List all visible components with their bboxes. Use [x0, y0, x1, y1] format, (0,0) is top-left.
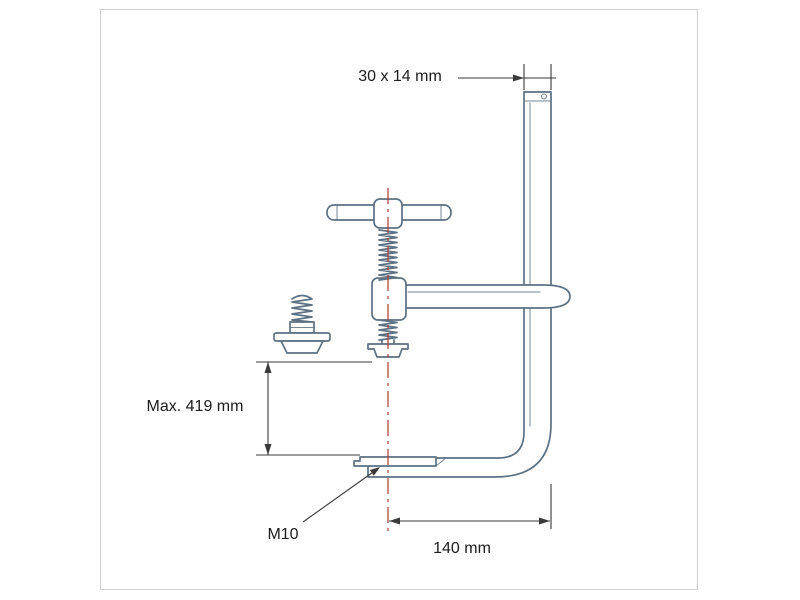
callout-arrowhead — [369, 467, 380, 476]
rail-and-foot — [367, 91, 552, 478]
dim-thread-callout — [302, 467, 380, 523]
dim-arrow-up — [264, 362, 272, 373]
sliding-arm — [399, 284, 571, 309]
sliding-arm-group — [371, 277, 571, 321]
label-throat-depth: 140 mm — [433, 540, 491, 557]
spindle-thread-upper — [378, 229, 398, 281]
label-max-opening: Max. 419 mm — [146, 398, 244, 415]
spindle-group — [326, 198, 452, 358]
spindle-boss — [371, 277, 407, 321]
label-rail-cross-section: 30 x 14 mm — [358, 68, 442, 85]
swivel-pad — [367, 343, 409, 358]
dim-arrow-right2 — [539, 517, 550, 525]
dim-max-opening — [256, 361, 372, 456]
label-thread: M10 — [267, 526, 299, 543]
dim-arrow-left — [389, 517, 400, 525]
accessory-base — [280, 340, 324, 354]
dim-arrow-right — [513, 74, 524, 82]
accessory-pad-group — [273, 294, 331, 354]
drawing-frame — [100, 9, 698, 590]
spindle-thread-lower — [378, 319, 398, 341]
dim-arrow-down — [264, 444, 272, 455]
accessory-thread — [291, 294, 313, 323]
dim-rail-cross-section — [458, 64, 556, 90]
rail-rivet — [541, 93, 547, 100]
fixed-jaw-pad — [353, 456, 437, 467]
callout-leader-line — [302, 469, 377, 523]
clamp-body — [353, 91, 552, 478]
dim-throat-depth — [389, 484, 552, 529]
accessory-flange — [273, 332, 331, 342]
jaw-pad-chamfer — [435, 457, 447, 467]
